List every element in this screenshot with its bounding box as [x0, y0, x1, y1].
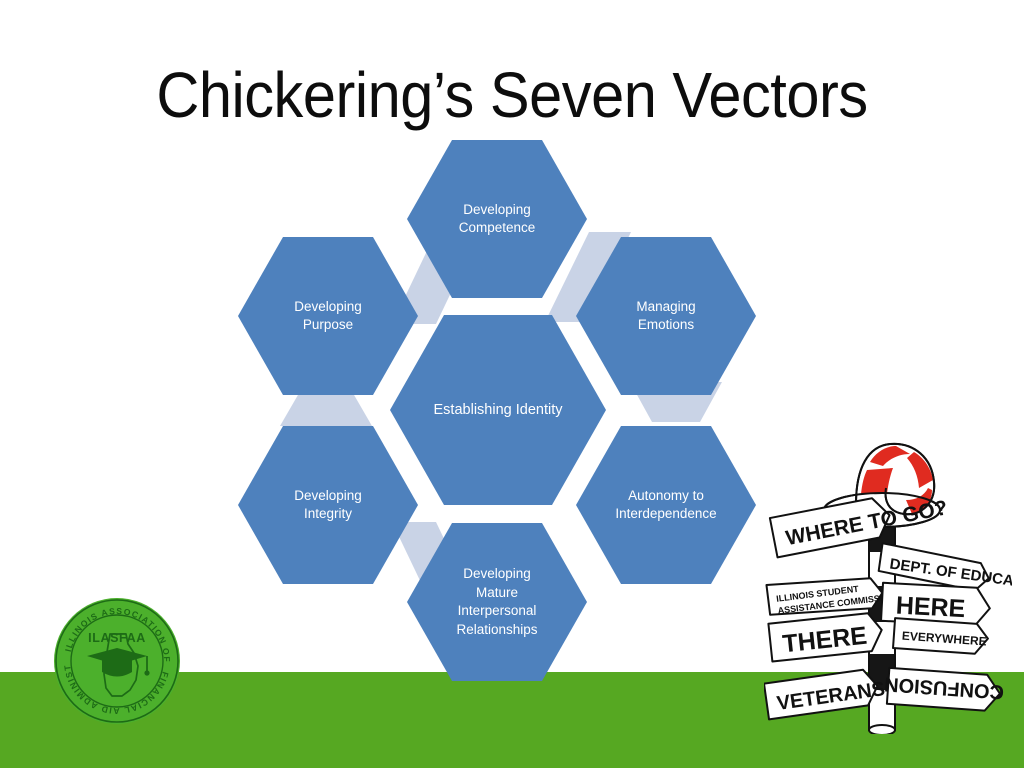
hex-developing-mature-interpersonal-relationships[interactable]: Developing Mature Interpersonal Relation… — [407, 523, 587, 681]
sign-there: THERE — [767, 612, 883, 663]
connector-competence-emotions — [545, 232, 631, 322]
sign-here: HERE — [880, 581, 991, 627]
sign-everywhere: EVERYWHERE — [892, 617, 989, 655]
sign-confusion: CONFUSION — [884, 666, 1005, 712]
hex-developing-competence[interactable]: Developing Competence — [407, 140, 587, 298]
hex-establishing-identity[interactable]: Establishing Identity — [390, 315, 606, 505]
page-title: Chickering’s Seven Vectors — [156, 59, 868, 131]
signpost-illustration: WHERE TO GO? DEPT. OF EDUCATION ILLINOIS… — [764, 438, 1012, 734]
sign-label-here: HERE — [895, 592, 966, 624]
sign-label-everywhere: EVERYWHERE — [901, 629, 987, 649]
logo-acronym: ILASFAA — [88, 631, 146, 645]
connector-integrity-purpose — [280, 388, 372, 426]
ilasfaa-logo: ILLINOIS ASSOCIATION OF STUDENT FINANCIA… — [52, 596, 182, 726]
